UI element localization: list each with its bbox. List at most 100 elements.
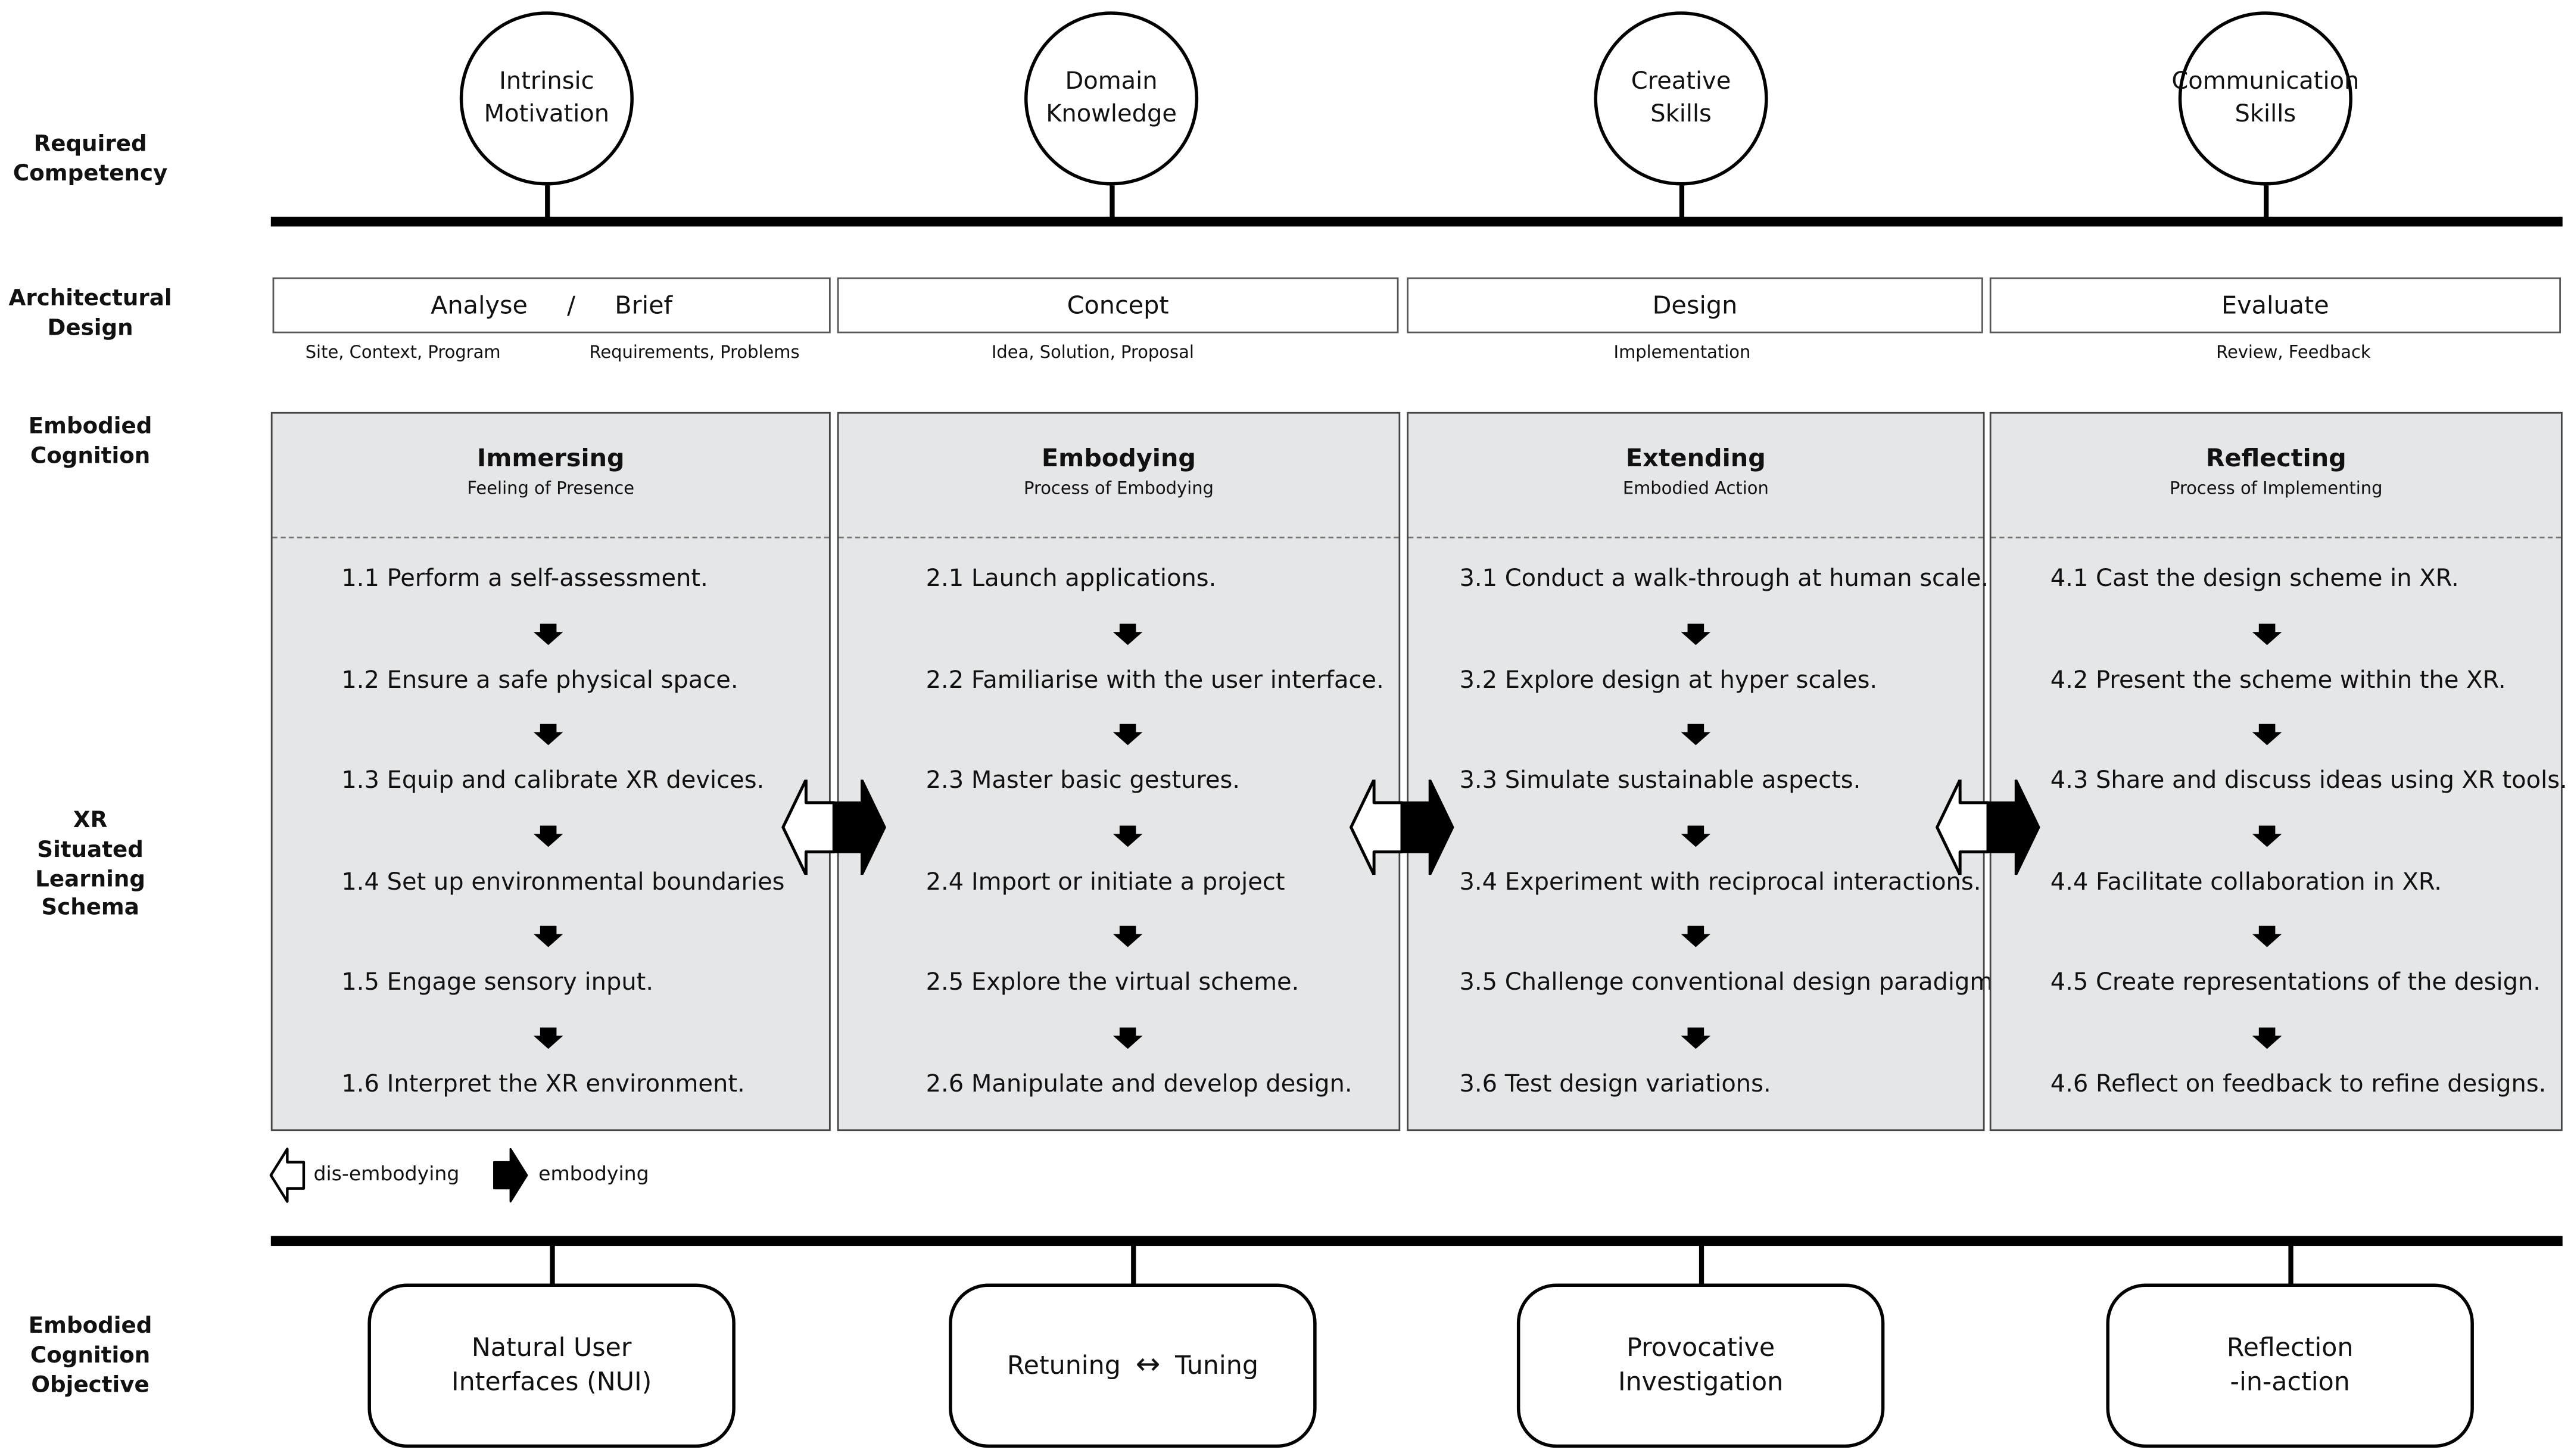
- label-line: Embodied: [28, 413, 152, 440]
- embodying-double-arrow-icon: [1350, 780, 1454, 875]
- down-arrow-icon: [2252, 925, 2282, 947]
- objective-text: Provocative: [1626, 1333, 1775, 1363]
- embodying-double-arrow-icon: [781, 780, 886, 875]
- step-item: 3.3 Simulate sustainable aspects.: [1459, 768, 1861, 795]
- down-arrow-icon: [533, 724, 563, 746]
- down-arrow-icon: [1681, 925, 1711, 947]
- label-line: Competency: [13, 160, 168, 187]
- panel-header: Embodying Process of Embodying: [839, 443, 1399, 499]
- label-embodied-cognition: Embodied Cognition: [0, 414, 180, 472]
- panel-subtitle: Embodied Action: [1622, 479, 1769, 499]
- panel-header: Extending Embodied Action: [1408, 443, 1983, 499]
- panel-title: Reflecting: [2205, 443, 2346, 473]
- step-item: 2.5 Explore the virtual scheme.: [925, 970, 1300, 997]
- circle-text: Creative: [1631, 68, 1731, 95]
- competency-circle-domain-knowledge: Domain Knowledge: [1024, 11, 1199, 186]
- step-item: 4.4 Facilitate collaboration in XR.: [2050, 869, 2442, 896]
- legend-dis-embodying-label: dis-embodying: [313, 1162, 460, 1186]
- bidirectional-arrow-icon: ↔: [1135, 1347, 1161, 1382]
- panel-divider: [1408, 537, 1983, 539]
- step-item: 1.1 Perform a self-assessment.: [341, 566, 708, 593]
- connector-tick: [1679, 185, 1685, 219]
- panel-subtitle: Process of Embodying: [1024, 479, 1214, 499]
- panel-header: Immersing Feeling of Presence: [273, 443, 829, 499]
- panel-header: Reflecting Process of Implementing: [1992, 443, 2561, 499]
- filled-right-arrow-icon: [493, 1148, 528, 1203]
- step-item: 3.5 Challenge conventional design paradi…: [1459, 970, 2013, 997]
- phase-title-brief: Brief: [615, 290, 673, 320]
- circle-text: Skills: [1650, 101, 1712, 128]
- panel-reflecting: Reflecting Process of Implementing 4.1 C…: [1989, 411, 2567, 1131]
- objective-text: Investigation: [1618, 1367, 1784, 1397]
- down-arrow-icon: [533, 925, 563, 947]
- circle-text: Knowledge: [1046, 101, 1177, 128]
- label-line: Situated: [37, 837, 144, 863]
- step-item: 4.3 Share and discuss ideas using XR too…: [2050, 768, 2567, 795]
- phase-subtitle: Idea, Solution, Proposal: [991, 343, 1194, 363]
- step-item: 3.1 Conduct a walk-through at human scal…: [1459, 566, 1989, 593]
- objective-text: Tuning: [1175, 1350, 1258, 1380]
- phase-subtitle: Site, Context, Program: [305, 343, 501, 363]
- objective-timeline-bar: [270, 1236, 2563, 1246]
- panel-divider: [272, 537, 829, 539]
- circle-text: Intrinsic: [499, 68, 594, 95]
- down-arrow-icon: [1681, 724, 1711, 746]
- phase-analyse-brief: Analyse / Brief: [272, 277, 831, 333]
- objective-text: -in-action: [2230, 1367, 2350, 1397]
- circle-text: Domain: [1065, 68, 1158, 95]
- label-xr-schema: XR Situated Learning Schema: [0, 807, 180, 924]
- label-line: Schema: [41, 895, 139, 922]
- label-line: Objective: [31, 1371, 149, 1398]
- label-required-competency: Required Competency: [0, 132, 180, 190]
- step-item: 2.6 Manipulate and develop design.: [925, 1071, 1353, 1099]
- step-item: 1.4 Set up environmental boundaries: [341, 869, 785, 896]
- down-arrow-icon: [1113, 1027, 1143, 1049]
- connector-tick: [550, 1242, 555, 1286]
- step-item: 4.2 Present the scheme within the XR.: [2050, 668, 2506, 694]
- down-arrow-icon: [533, 825, 563, 847]
- phase-design: Design: [1407, 277, 1983, 333]
- panel-immersing: Immersing Feeling of Presence 1.1 Perfor…: [270, 411, 831, 1131]
- objective-retuning-tuning: Retuning ↔ Tuning: [949, 1283, 1317, 1448]
- hollow-left-arrow-icon: [269, 1148, 306, 1203]
- competency-timeline-bar: [270, 216, 2563, 227]
- phase-concept: Concept: [837, 277, 1399, 333]
- objective-reflection-in-action: Reflection -in-action: [2106, 1283, 2474, 1448]
- down-arrow-icon: [1113, 724, 1143, 746]
- phase-subtitle: Requirements, Problems: [589, 343, 800, 363]
- down-arrow-icon: [2252, 825, 2282, 847]
- step-item: 1.3 Equip and calibrate XR devices.: [341, 768, 765, 795]
- step-item: 4.6 Reflect on feedback to refine design…: [2050, 1071, 2547, 1099]
- down-arrow-icon: [1681, 623, 1711, 646]
- panel-title: Embodying: [1041, 443, 1196, 473]
- down-arrow-icon: [1113, 825, 1143, 847]
- panel-extending: Extending Embodied Action 3.1 Conduct a …: [1407, 411, 2013, 1131]
- phase-evaluate: Evaluate: [1989, 277, 2561, 333]
- step-item: 3.6 Test design variations.: [1459, 1071, 1771, 1099]
- step-item: 2.3 Master basic gestures.: [925, 768, 1241, 795]
- phase-subtitle: Implementation: [1613, 343, 1751, 363]
- step-item: 2.4 Import or initiate a project: [925, 869, 1285, 896]
- down-arrow-icon: [2252, 724, 2282, 746]
- connector-tick: [2288, 1242, 2293, 1286]
- connector-tick: [545, 185, 550, 219]
- phase-title: Design: [1652, 290, 1738, 320]
- objective-text: Retuning: [1006, 1350, 1121, 1380]
- step-item: 4.5 Create representations of the design…: [2050, 970, 2541, 997]
- down-arrow-icon: [1681, 825, 1711, 847]
- circle-text: Communication: [2171, 68, 2360, 95]
- label-line: Embodied: [28, 1313, 152, 1340]
- competency-circle-intrinsic-motivation: Intrinsic Motivation: [459, 11, 634, 186]
- panel-title: Immersing: [476, 443, 625, 473]
- step-item: 2.2 Familiarise with the user interface.: [925, 668, 1384, 694]
- down-arrow-icon: [2252, 1027, 2282, 1049]
- step-item: 1.6 Interpret the XR environment.: [341, 1071, 745, 1099]
- label-line: XR: [73, 807, 108, 834]
- down-arrow-icon: [1113, 925, 1143, 947]
- objective-text: Natural User: [471, 1333, 632, 1363]
- step-item: 4.1 Cast the design scheme in XR.: [2050, 566, 2459, 593]
- step-item: 3.4 Experiment with reciprocal interacti…: [1459, 869, 1981, 896]
- phase-title-analyse: Analyse: [431, 290, 528, 320]
- down-arrow-icon: [533, 1027, 563, 1049]
